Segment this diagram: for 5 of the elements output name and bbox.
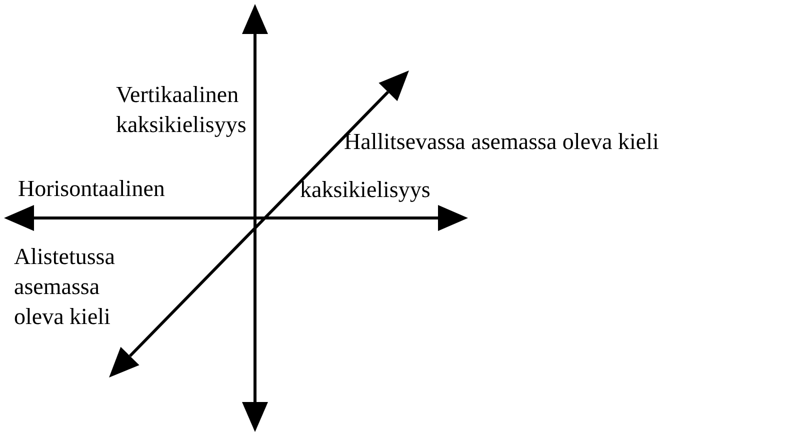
axis-label: Vertikaalinen kaksikielisyys: [116, 81, 248, 139]
axis-label: Hallitsevassa asemassa oleva kieli: [344, 128, 660, 156]
axis-label: kaksikielisyys: [300, 176, 432, 204]
axis-label: Horisontaalinen: [18, 175, 166, 203]
axis-label: Alistetussa asemassa oleva kieli: [14, 243, 116, 331]
